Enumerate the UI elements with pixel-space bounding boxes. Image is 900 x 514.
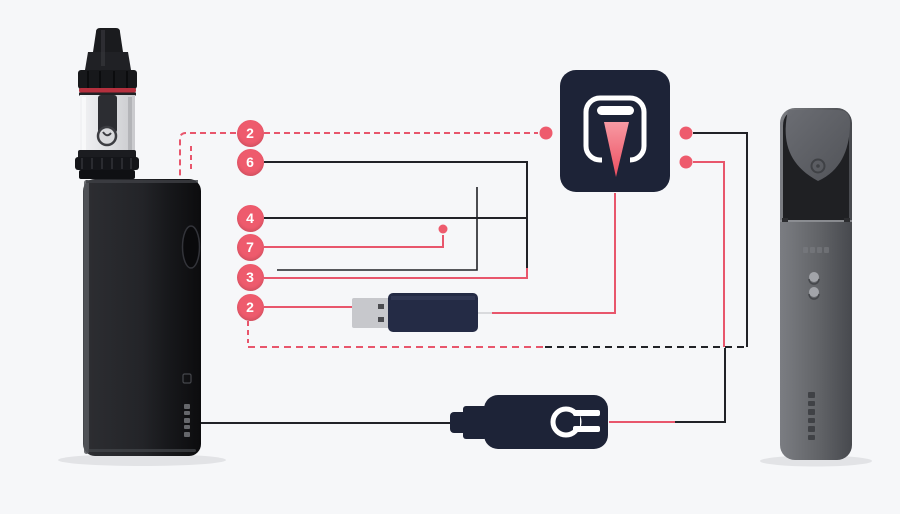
endpoint-dot	[679, 126, 693, 140]
plug-glyph-prong	[573, 426, 600, 432]
mod-brand-marks	[184, 404, 190, 437]
tank-top-cap	[78, 70, 137, 89]
device-shadow	[58, 454, 226, 466]
drip-tip	[93, 28, 123, 52]
usb-body	[388, 293, 478, 332]
endpoint-dot	[438, 224, 448, 234]
callout2-dashed-left	[179, 132, 236, 176]
fire-button	[181, 225, 201, 269]
callout6-line	[264, 161, 528, 268]
right-pink-route	[693, 161, 725, 347]
callout7-line	[264, 235, 444, 248]
charging-port-icon	[560, 70, 670, 192]
pod-button	[809, 287, 819, 297]
callout-badge: 2	[236, 293, 264, 321]
mod-left-edge	[84, 180, 89, 454]
pod-button	[809, 272, 819, 282]
icon-pointer-triangle	[604, 122, 629, 177]
right-device-pod-vape	[760, 108, 872, 467]
right-black-route	[693, 132, 748, 347]
callout-lines	[179, 126, 748, 424]
endpoint-dot	[679, 155, 693, 169]
red-o-ring	[79, 88, 136, 93]
mod-bottom-edge	[88, 449, 196, 452]
callout-badge: 4	[236, 204, 264, 232]
callout-badge: 6	[236, 148, 264, 176]
callout-badge: 7	[236, 233, 264, 261]
usb-connector	[352, 298, 390, 328]
plug-glyph-prong	[573, 410, 600, 416]
tank-atomizer	[75, 28, 139, 179]
left-device-box-mod	[58, 28, 226, 466]
tank-510-base	[79, 170, 135, 179]
charging-cable-plug-icon	[450, 395, 608, 449]
usb-to-icon-route	[492, 193, 616, 314]
bracket-line	[277, 187, 478, 271]
plug-body	[484, 395, 608, 449]
usb-drive-icon	[352, 293, 478, 332]
endpoint-dot	[539, 126, 553, 140]
icon-port-slot	[597, 106, 634, 115]
right-lower-route	[675, 348, 726, 423]
callout3-line	[264, 268, 528, 279]
callout-badge: 2	[236, 119, 264, 147]
tank-chimney	[98, 95, 117, 133]
mod-top-edge	[86, 180, 198, 183]
pod-brand-marks	[808, 392, 815, 440]
drip-tip-base	[85, 52, 131, 70]
mod-body	[83, 179, 201, 456]
mod-port-detail	[182, 373, 192, 384]
cap-button-ring	[810, 158, 826, 174]
pod-seam	[780, 220, 852, 222]
plug-neck	[463, 406, 487, 439]
callout-badge: 3	[236, 263, 264, 291]
pod-faint-label	[803, 247, 829, 253]
tank-airflow-ring	[75, 157, 139, 170]
pod-mouthpiece-cap	[785, 110, 850, 181]
tank-mid-band	[78, 150, 136, 159]
